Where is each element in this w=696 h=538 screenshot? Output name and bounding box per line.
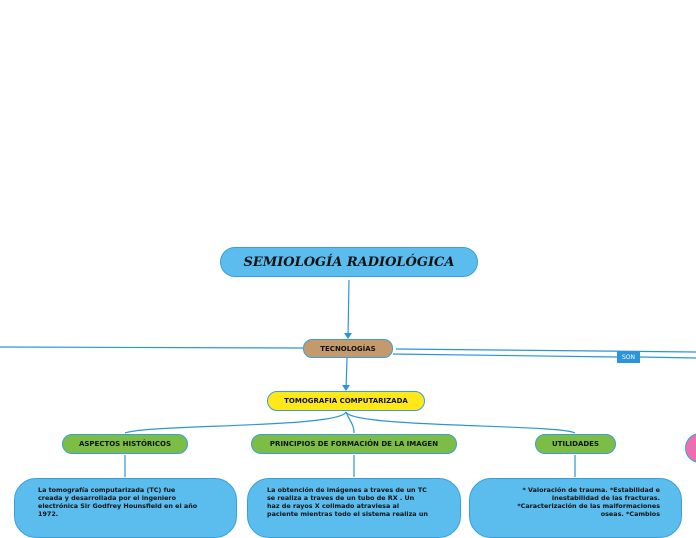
detail-line: electrónica Sir Godfrey Hounsfield en el… (38, 502, 198, 510)
node-utilidades[interactable]: UTILIDADES (535, 434, 616, 454)
link-tomografia-historicos (124, 411, 347, 434)
link-tecnologias-right-lower (392, 353, 696, 359)
node-aspectos-historicos[interactable]: ASPECTOS HISTÓRICOS (62, 434, 188, 454)
node-tecnologias[interactable]: TECNOLOGÍAS (303, 339, 393, 358)
detail-line: * Valoración de trauma. *Estabilidad e (522, 486, 660, 494)
detail-aspectos-historicos[interactable]: La tomografía computarizada (TC) fue cre… (14, 478, 237, 538)
link-tecnologias-tomografia (345, 357, 348, 391)
detail-principios-formacion[interactable]: La obtención de imágenes a traves de un … (247, 478, 461, 538)
detail-utilidades[interactable]: * Valoración de trauma. *Estabilidad e i… (469, 478, 682, 538)
node-tomografia-computarizada[interactable]: TOMOGRAFIA COMPUTARIZADA (267, 391, 425, 411)
link-tecnologias-right-upper (395, 348, 696, 353)
detail-line: La obtención de imágenes a traves de un … (267, 486, 427, 494)
arrowhead-tomografia (342, 385, 350, 391)
detail-line: se realiza a traves de un tubo de RX . U… (267, 494, 415, 502)
detail-line: La tomografía computarizada (TC) fue (38, 486, 176, 494)
detail-line: oseas. *Cambios (600, 510, 660, 518)
detail-line: paciente mientras todo el sistema realiz… (267, 510, 428, 518)
detail-line: inestabilidad de las fracturas. (551, 494, 660, 502)
node-principios-formacion[interactable]: PRINCIPIOS DE FORMACIÓN DE LA IMAGEN (251, 434, 457, 454)
arrowhead-tecnologias (344, 333, 352, 339)
root-node-title[interactable]: SEMIOLOGÍA RADIOLÓGICA (220, 247, 478, 277)
link-tomografia-principios (345, 411, 355, 434)
link-tomografia-utilidades (345, 411, 576, 434)
link-tecnologias-left (0, 346, 304, 349)
son-connector-label: SON (617, 351, 640, 363)
detail-line: *Caracterización de las malformaciones (517, 502, 660, 510)
detail-line: 1972. (38, 510, 59, 518)
detail-line: creada y desarrollada por el ingeniero (38, 494, 176, 502)
link-root-tecnologias (347, 279, 350, 339)
detail-line: haz de rayos X colimado atraviesa al (267, 502, 400, 510)
connector-lines (0, 279, 696, 477)
